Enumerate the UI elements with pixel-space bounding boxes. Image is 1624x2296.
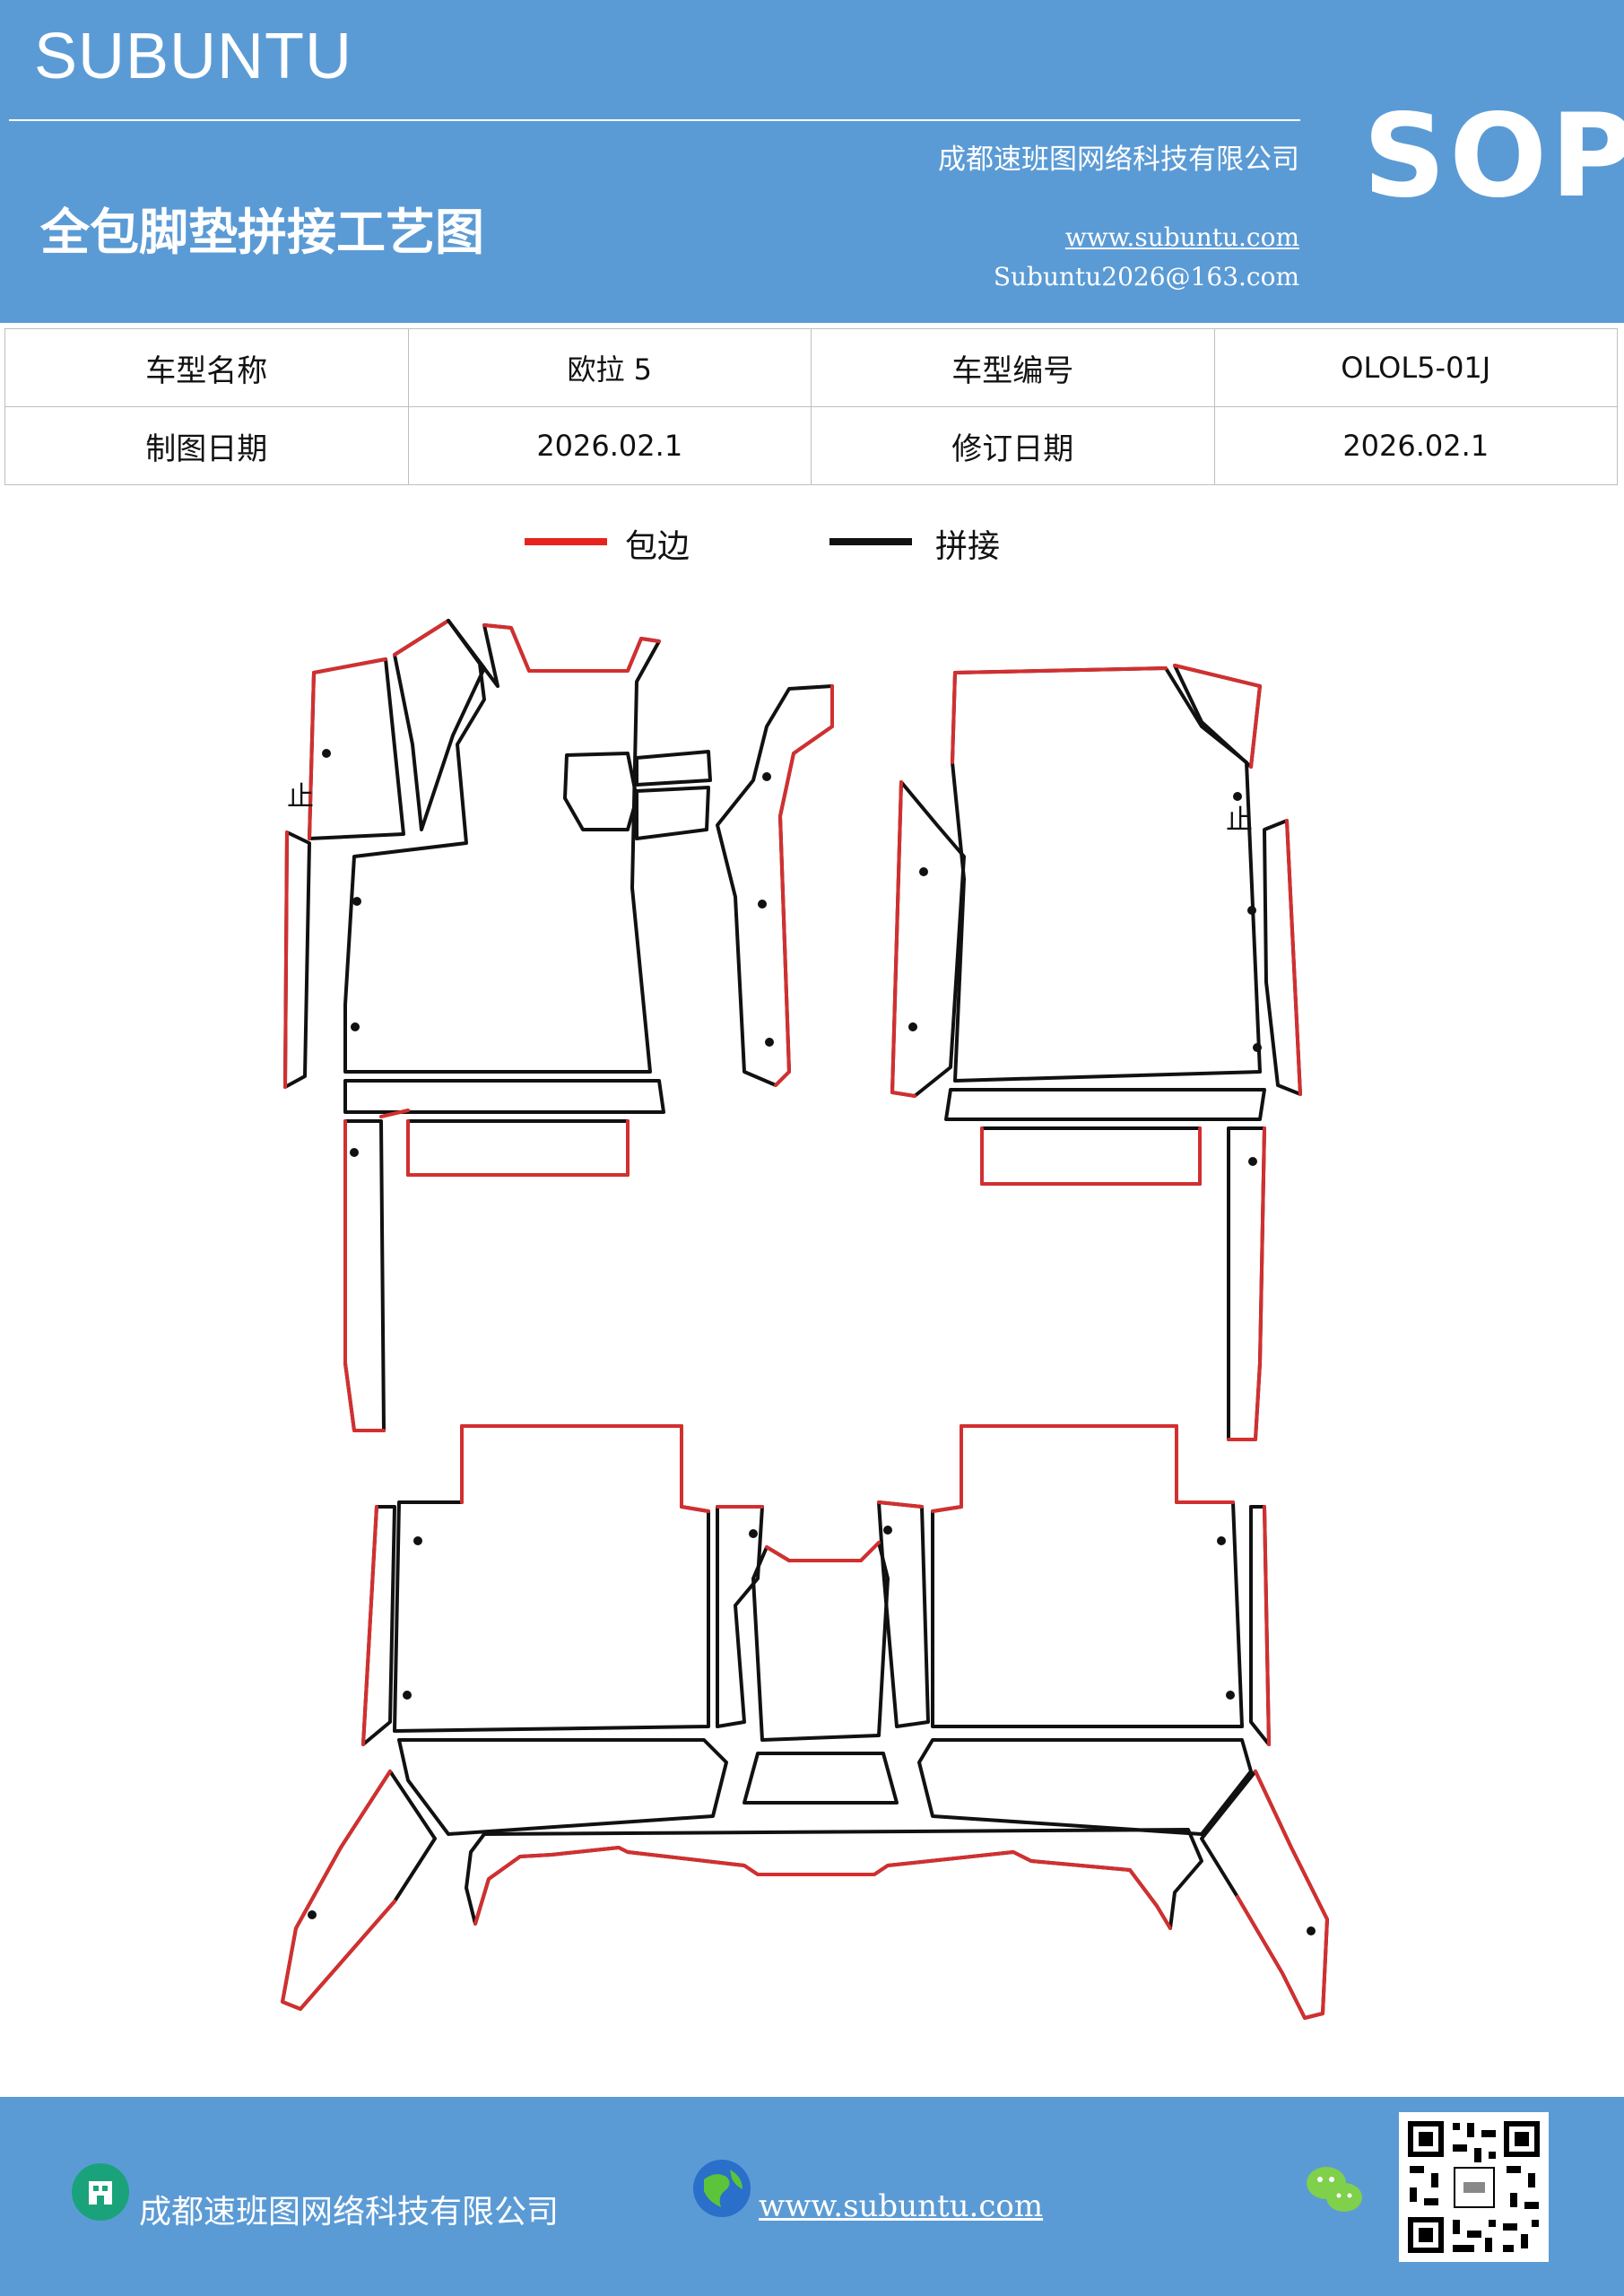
- table-row: 制图日期 2026.02.1 修订日期 2026.02.1: [4, 406, 1618, 485]
- value-model-name: 欧拉 5: [407, 328, 812, 407]
- legend-swatch-edge: [525, 538, 607, 545]
- legend-label-edge: 包边: [625, 528, 690, 565]
- header-divider: [9, 119, 1300, 121]
- value-model-code: OLOL5-01J: [1213, 328, 1618, 407]
- vehicle-info-table: 车型名称 欧拉 5 车型编号 OLOL5-01J 制图日期 2026.02.1 …: [4, 328, 1618, 485]
- label-revision-date: 修订日期: [811, 406, 1215, 485]
- footer-website-link[interactable]: www.subuntu.com: [759, 2188, 1044, 2224]
- sop-badge: SOP: [1363, 90, 1624, 223]
- legend-label-seam: 拼接: [935, 528, 1001, 565]
- rear-mats: [281, 1424, 1329, 2020]
- label-model-name: 车型名称: [4, 328, 409, 407]
- qr-code[interactable]: [1399, 2112, 1549, 2262]
- floor-mat-splicing-diagram: 止 止: [281, 619, 1329, 2020]
- footer-company-name: 成都速班图网络科技有限公司: [139, 2194, 560, 2231]
- table-row: 车型名称 欧拉 5 车型编号 OLOL5-01J: [4, 328, 1618, 407]
- front-right-mat: [890, 664, 1302, 1441]
- left-sill-strip: [716, 684, 834, 1087]
- building-icon: [72, 2163, 129, 2221]
- label-model-code: 车型编号: [811, 328, 1215, 407]
- header-website-link[interactable]: www.subuntu.com: [1064, 222, 1299, 252]
- label-drawing-date: 制图日期: [4, 406, 409, 485]
- legend-swatch-seam: [829, 538, 912, 545]
- header-company-name: 成都速班图网络科技有限公司: [938, 144, 1299, 176]
- header-email: Subuntu2026@163.com: [993, 262, 1299, 291]
- page-title: 全包脚垫拼接工艺图: [40, 203, 485, 261]
- brand-logo-text: SUBUNTU: [34, 21, 353, 92]
- value-drawing-date: 2026.02.1: [407, 406, 812, 485]
- globe-icon: [693, 2160, 751, 2217]
- fastener-dots: [308, 749, 1316, 1935]
- wechat-icon: [1307, 2167, 1362, 2212]
- stop-mark-left: 止: [287, 781, 314, 813]
- header-band: [0, 0, 1624, 323]
- value-revision-date: 2026.02.1: [1213, 406, 1618, 485]
- front-left-mat: [283, 619, 712, 1432]
- stop-mark-right: 止: [1226, 804, 1253, 836]
